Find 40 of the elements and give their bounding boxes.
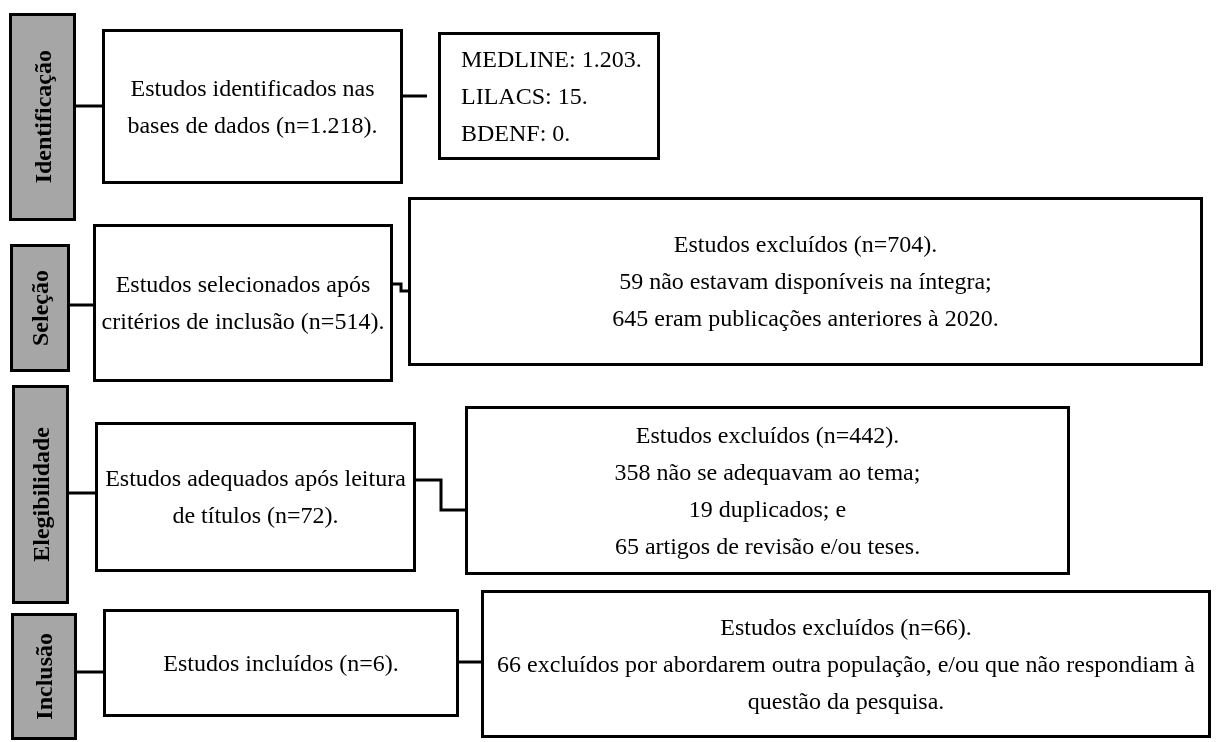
box-text: Estudos identificados nas bases de dados (n=1.218). — [126, 73, 379, 140]
connector-line — [69, 491, 95, 495]
box-text: Estudos adequados após leitura de títulos (n=72). — [104, 464, 407, 530]
box-text: 645 eram publicações anteriores à 2020. — [612, 304, 999, 333]
box-text: Estudos selecionados após critérios de inclusão (n=514). — [100, 270, 386, 336]
box-text: Estudos incluídos (n=6). — [163, 648, 399, 678]
stage-label — [11, 613, 77, 740]
box-text: 358 não se adequavam ao tema; — [614, 457, 921, 487]
stage-label-text: Identificação — [30, 50, 55, 184]
connector-line — [416, 478, 465, 512]
stage-label-text: Seleção — [28, 270, 52, 346]
process-box — [481, 590, 1211, 738]
box-text: 19 duplicados; e — [688, 494, 847, 524]
stage-label — [9, 13, 76, 221]
box-text: 59 não estavam disponíveis na íntegra; — [619, 267, 992, 296]
box-text: Estudos excluídos (n=442). — [635, 420, 900, 450]
process-box — [438, 32, 660, 160]
stage-label — [12, 385, 69, 604]
process-box — [103, 609, 459, 717]
box-text: 65 artigos de revisão e/ou teses. — [614, 531, 921, 561]
process-box — [408, 197, 1203, 366]
box-text: BDENF: 0. — [461, 118, 572, 148]
box-text: MEDLINE: 1.203. — [461, 44, 643, 74]
connector-line — [76, 104, 102, 108]
connector-line — [70, 303, 93, 307]
connector-line — [77, 670, 103, 674]
process-box — [102, 29, 403, 184]
process-box — [93, 224, 393, 382]
connector-line — [403, 94, 427, 98]
connector-line — [393, 282, 408, 293]
process-box — [465, 406, 1070, 575]
box-text: 66 excluídos por abordarem outra população, e/ou que não respondiam à questão da pesquisa. — [496, 649, 1196, 716]
stage-label-text: Inclusão — [32, 633, 56, 720]
box-text: Estudos excluídos (n=66). — [720, 612, 972, 642]
box-text: LILACS: 15. — [461, 81, 589, 111]
stage-label — [10, 244, 70, 372]
connector-line — [459, 660, 481, 664]
stage-label-text: Elegibilidade — [28, 427, 53, 562]
process-box — [95, 422, 416, 572]
box-text: Estudos excluídos (n=704). — [673, 230, 938, 259]
